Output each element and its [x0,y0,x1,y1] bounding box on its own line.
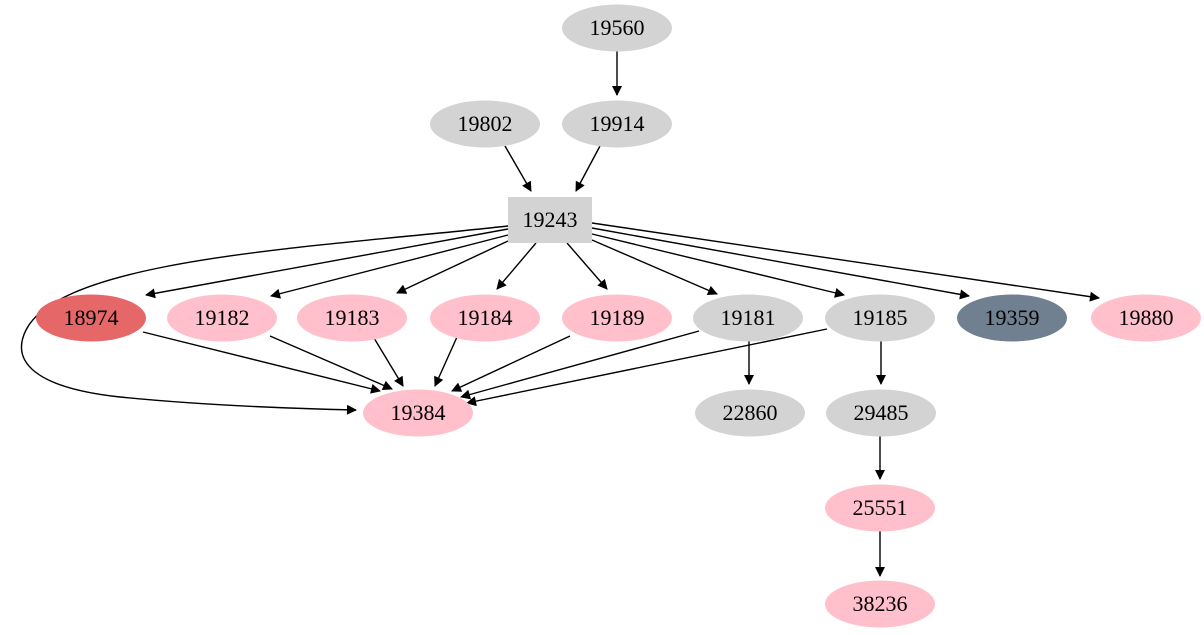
node-19880-label: 19880 [1119,305,1174,330]
node-19181: 19181 [693,294,803,342]
edge-19802-19243 [504,145,532,192]
node-22860-shape [695,389,805,437]
edge-19243-19384 [20,225,509,415]
node-19384-label: 19384 [391,400,446,425]
node-19185-label: 19185 [853,305,908,330]
node-19182: 19182 [167,294,277,342]
node-19183: 19183 [297,294,407,342]
node-19243-shape [508,197,592,243]
edge-19243-19184 [496,242,537,290]
edge-19183-19384 [373,337,404,387]
node-19560: 19560 [562,4,672,52]
edge-19243-19182 [270,234,509,299]
edge-19243-19189 [566,242,608,290]
node-19560-label: 19560 [590,15,645,40]
node-38236-shape [825,580,935,628]
edge-19243-19359 [591,227,970,300]
edge-19182-19384 [269,335,393,390]
node-19189: 19189 [562,294,672,342]
node-19185: 19185 [825,294,935,342]
node-19560-shape [562,4,672,52]
node-19802-shape [430,100,540,148]
edge-19243-19880 [591,222,1100,302]
node-19243-label: 19243 [523,207,578,232]
node-38236-label: 38236 [853,591,908,616]
node-19359: 19359 [957,294,1067,342]
node-19359-shape [957,294,1067,342]
node-layer: 19560 19802 19914 19243 18974 19182 [36,4,1201,628]
node-19184-shape [430,294,540,342]
node-19184: 19184 [430,294,540,342]
edge-19243-19183 [396,240,509,294]
node-19802: 19802 [430,100,540,148]
node-19185-shape [825,294,935,342]
node-25551: 25551 [825,484,935,532]
edge-19243-19185 [591,233,845,298]
edge-layer [20,51,1100,577]
node-19384: 19384 [363,389,473,437]
node-19181-label: 19181 [721,305,776,330]
node-19182-label: 19182 [195,305,250,330]
node-19183-label: 19183 [325,305,380,330]
node-19914-label: 19914 [590,111,645,136]
node-19183-shape [297,294,407,342]
edge-18974-19384 [142,331,381,394]
edge-19243-18974 [145,228,509,299]
node-25551-label: 25551 [853,495,908,520]
node-19243: 19243 [508,197,592,243]
node-22860-label: 22860 [723,400,778,425]
edge-19243-19181 [591,239,718,296]
node-29485-label: 29485 [854,400,909,425]
node-29485: 29485 [826,389,936,437]
edge-19184-19384 [434,336,458,387]
edge-19914-19243 [575,145,601,192]
node-19802-label: 19802 [458,111,513,136]
node-25551-shape [825,484,935,532]
node-18974: 18974 [36,294,146,342]
node-19359-label: 19359 [985,305,1040,330]
node-19182-shape [167,294,277,342]
node-19914-shape [562,100,672,148]
node-19880-shape [1091,294,1201,342]
edge-19189-19384 [451,335,571,392]
node-29485-shape [826,389,936,437]
node-18974-shape [36,294,146,342]
node-19184-label: 19184 [458,305,513,330]
node-19914: 19914 [562,100,672,148]
node-19384-shape [363,389,473,437]
node-19189-shape [562,294,672,342]
node-19880: 19880 [1091,294,1201,342]
node-38236: 38236 [825,580,935,628]
node-18974-label: 18974 [64,305,119,330]
node-19189-label: 19189 [590,305,645,330]
edge-19181-19384 [460,330,700,400]
node-19181-shape [693,294,803,342]
node-22860: 22860 [695,389,805,437]
edge-19185-19384 [466,328,828,407]
